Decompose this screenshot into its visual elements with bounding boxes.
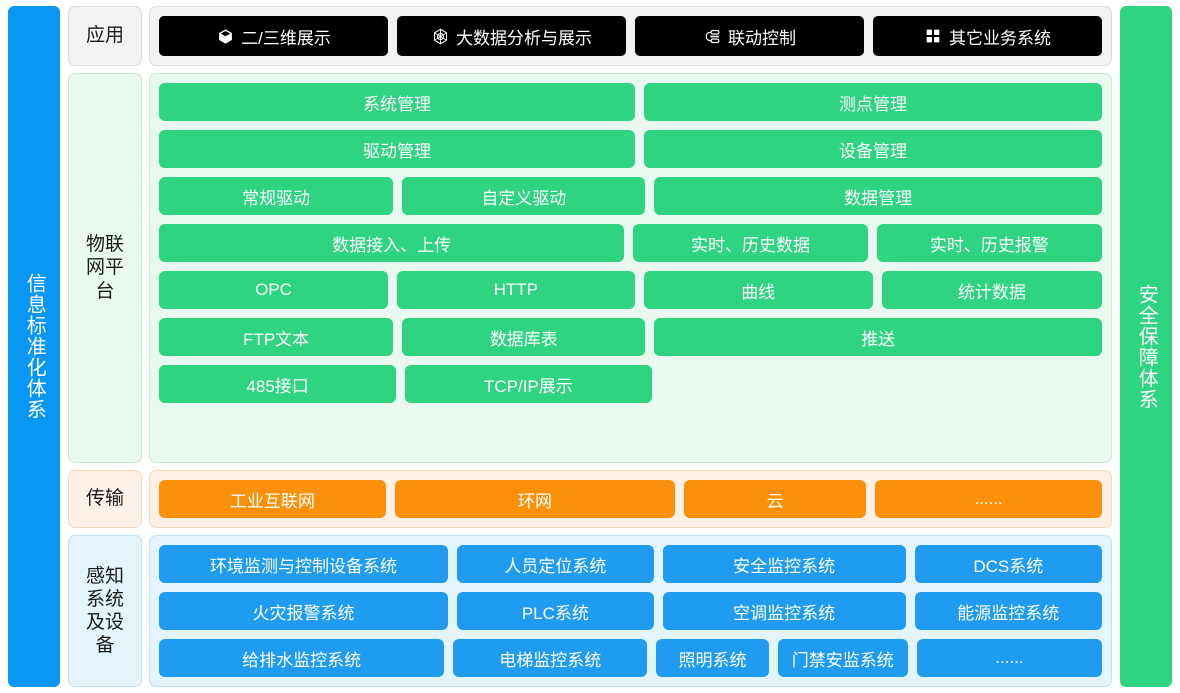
perception-box[interactable]: 电梯监控系统 (453, 639, 648, 677)
layer-application: 应用 二/三维展示 大数据分析与展示 联动控制 其它业务系统 (68, 6, 1112, 66)
perception-box[interactable]: 安全监控系统 (662, 545, 906, 583)
application-items-row: 二/三维展示 大数据分析与展示 联动控制 其它业务系统 (159, 16, 1102, 56)
layer-label-platform: 物联网平台 (68, 73, 142, 463)
transport-items-row: 工业互联网环网云...... (159, 480, 1102, 518)
transport-box[interactable]: ...... (875, 480, 1102, 518)
platform-row: FTP文本数据库表推送 (159, 318, 1102, 356)
layer-label-transport: 传输 (68, 470, 142, 528)
right-vertical-bar-label: 安全保障体系 (1135, 283, 1158, 410)
platform-box[interactable]: 推送 (654, 318, 1102, 356)
platform-box[interactable]: OPC (159, 271, 388, 309)
perception-box[interactable]: DCS系统 (914, 545, 1102, 583)
platform-row: 驱动管理设备管理 (159, 130, 1102, 168)
platform-box[interactable]: 统计数据 (881, 271, 1102, 309)
layer-stack: 应用 二/三维展示 大数据分析与展示 联动控制 其它业务系统 物联网平台 系统管理测点… (68, 6, 1112, 687)
data-analysis-icon (431, 27, 449, 45)
layer-label-application: 应用 (68, 6, 142, 66)
cube-icon (216, 27, 234, 45)
platform-box[interactable]: 485接口 (159, 365, 397, 403)
platform-box[interactable]: 设备管理 (644, 130, 1102, 168)
transport-box[interactable]: 云 (684, 480, 867, 518)
perception-box[interactable]: 人员定位系统 (457, 545, 654, 583)
perception-box[interactable]: ...... (916, 639, 1102, 677)
platform-box[interactable]: FTP文本 (159, 318, 394, 356)
layer-transport: 传输 工业互联网环网云...... (68, 470, 1112, 528)
perception-box[interactable]: 环境监测与控制设备系统 (159, 545, 449, 583)
layer-platform: 物联网平台 系统管理测点管理驱动管理设备管理常规驱动自定义驱动数据管理数据接入、… (68, 73, 1112, 463)
perception-row: 给排水监控系统电梯监控系统照明系统门禁安监系统...... (159, 639, 1102, 677)
platform-spacer (661, 365, 1102, 403)
grid-icon (924, 27, 942, 45)
platform-box[interactable]: 数据接入、上传 (159, 224, 625, 262)
application-button-label: 其它业务系统 (949, 28, 1051, 48)
layer-body-application: 二/三维展示 大数据分析与展示 联动控制 其它业务系统 (149, 6, 1112, 66)
perception-box[interactable]: 能源监控系统 (914, 592, 1102, 630)
platform-row: 常规驱动自定义驱动数据管理 (159, 177, 1102, 215)
platform-box[interactable]: 系统管理 (159, 83, 636, 121)
layer-body-platform: 系统管理测点管理驱动管理设备管理常规驱动自定义驱动数据管理数据接入、上传实时、历… (149, 73, 1112, 463)
layer-body-transport: 工业互联网环网云...... (149, 470, 1112, 528)
application-button-2[interactable]: 大数据分析与展示 (397, 16, 626, 56)
left-vertical-bar-label: 信息标准化体系 (23, 273, 46, 420)
transport-box[interactable]: 工业互联网 (159, 480, 386, 518)
application-button-label: 大数据分析与展示 (456, 28, 592, 48)
left-vertical-bar-information-standardization: 信息标准化体系 (8, 6, 60, 687)
perception-box[interactable]: 给排水监控系统 (159, 639, 445, 677)
right-vertical-bar-security-assurance: 安全保障体系 (1120, 6, 1172, 687)
linkage-icon (703, 27, 721, 45)
application-button-3[interactable]: 联动控制 (635, 16, 864, 56)
perception-box[interactable]: 照明系统 (656, 639, 769, 677)
platform-box[interactable]: 数据库表 (402, 318, 646, 356)
platform-box[interactable]: 常规驱动 (159, 177, 394, 215)
perception-box[interactable]: PLC系统 (457, 592, 654, 630)
platform-box[interactable]: 自定义驱动 (402, 177, 646, 215)
application-button-4[interactable]: 其它业务系统 (873, 16, 1102, 56)
perception-box[interactable]: 门禁安监系统 (777, 639, 908, 677)
transport-box[interactable]: 环网 (394, 480, 676, 518)
platform-box[interactable]: 实时、历史报警 (876, 224, 1102, 262)
platform-box[interactable]: 曲线 (643, 271, 873, 309)
platform-row: 数据接入、上传实时、历史数据实时、历史报警 (159, 224, 1102, 262)
perception-box[interactable]: 火灾报警系统 (159, 592, 449, 630)
application-button-label: 联动控制 (728, 28, 796, 48)
perception-box[interactable]: 空调监控系统 (662, 592, 906, 630)
layer-label-perception: 感知系统及设备 (68, 535, 142, 687)
application-button-label: 二/三维展示 (241, 28, 331, 48)
platform-box[interactable]: 实时、历史数据 (633, 224, 868, 262)
platform-box[interactable]: 驱动管理 (159, 130, 636, 168)
platform-box[interactable]: 数据管理 (654, 177, 1102, 215)
platform-box[interactable]: HTTP (397, 271, 635, 309)
platform-box[interactable]: 测点管理 (644, 83, 1102, 121)
platform-box[interactable]: TCP/IP展示 (405, 365, 652, 403)
platform-row: 系统管理测点管理 (159, 83, 1102, 121)
application-button-1[interactable]: 二/三维展示 (159, 16, 388, 56)
